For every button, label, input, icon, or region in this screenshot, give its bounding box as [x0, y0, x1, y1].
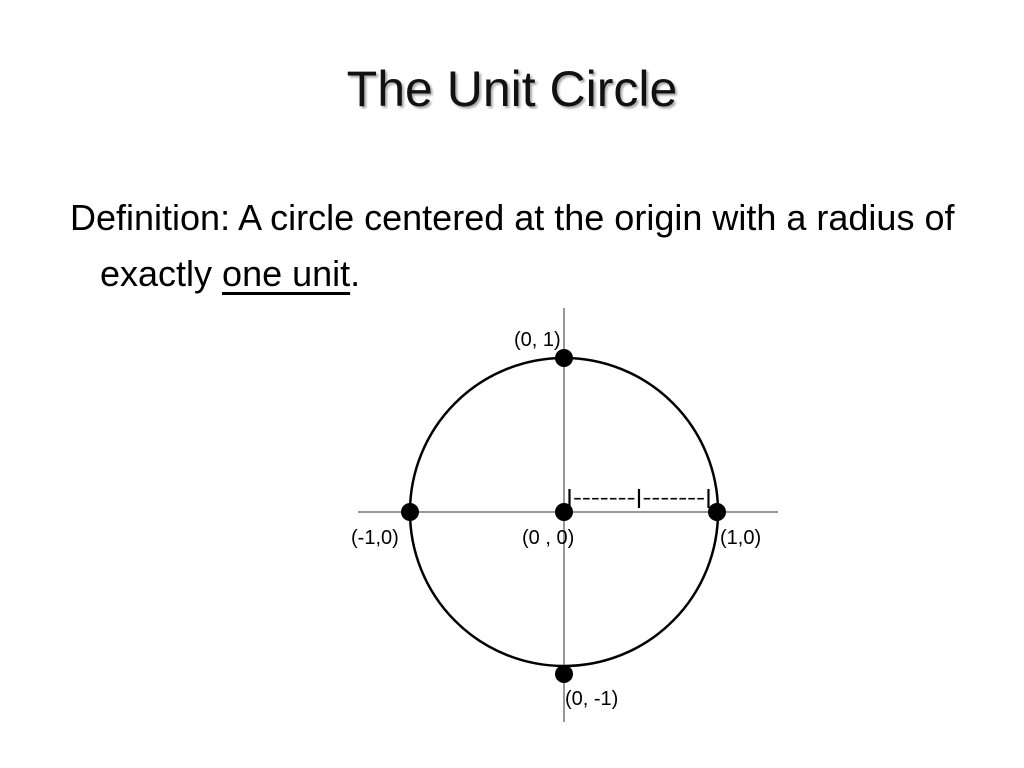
point-origin [555, 503, 573, 521]
radius-marker: |-------|-------| [566, 487, 712, 509]
definition-prefix: Definition: A circle centered at the ori… [70, 197, 955, 294]
point-bottom [555, 665, 573, 683]
label-left: (-1,0) [351, 527, 399, 549]
definition-emphasis: one unit [222, 253, 351, 294]
definition-text: Definition: A circle centered at the ori… [70, 190, 1000, 302]
point-top [555, 349, 573, 367]
label-top: (0, 1) [514, 329, 561, 351]
label-right: (1,0) [720, 527, 761, 549]
label-bottom: (0, -1) [565, 688, 618, 710]
point-right [708, 503, 726, 521]
point-left [401, 503, 419, 521]
definition-suffix: . [350, 253, 361, 294]
label-origin: (0 , 0) [522, 527, 574, 549]
slide-title: The Unit Circle [346, 61, 678, 117]
